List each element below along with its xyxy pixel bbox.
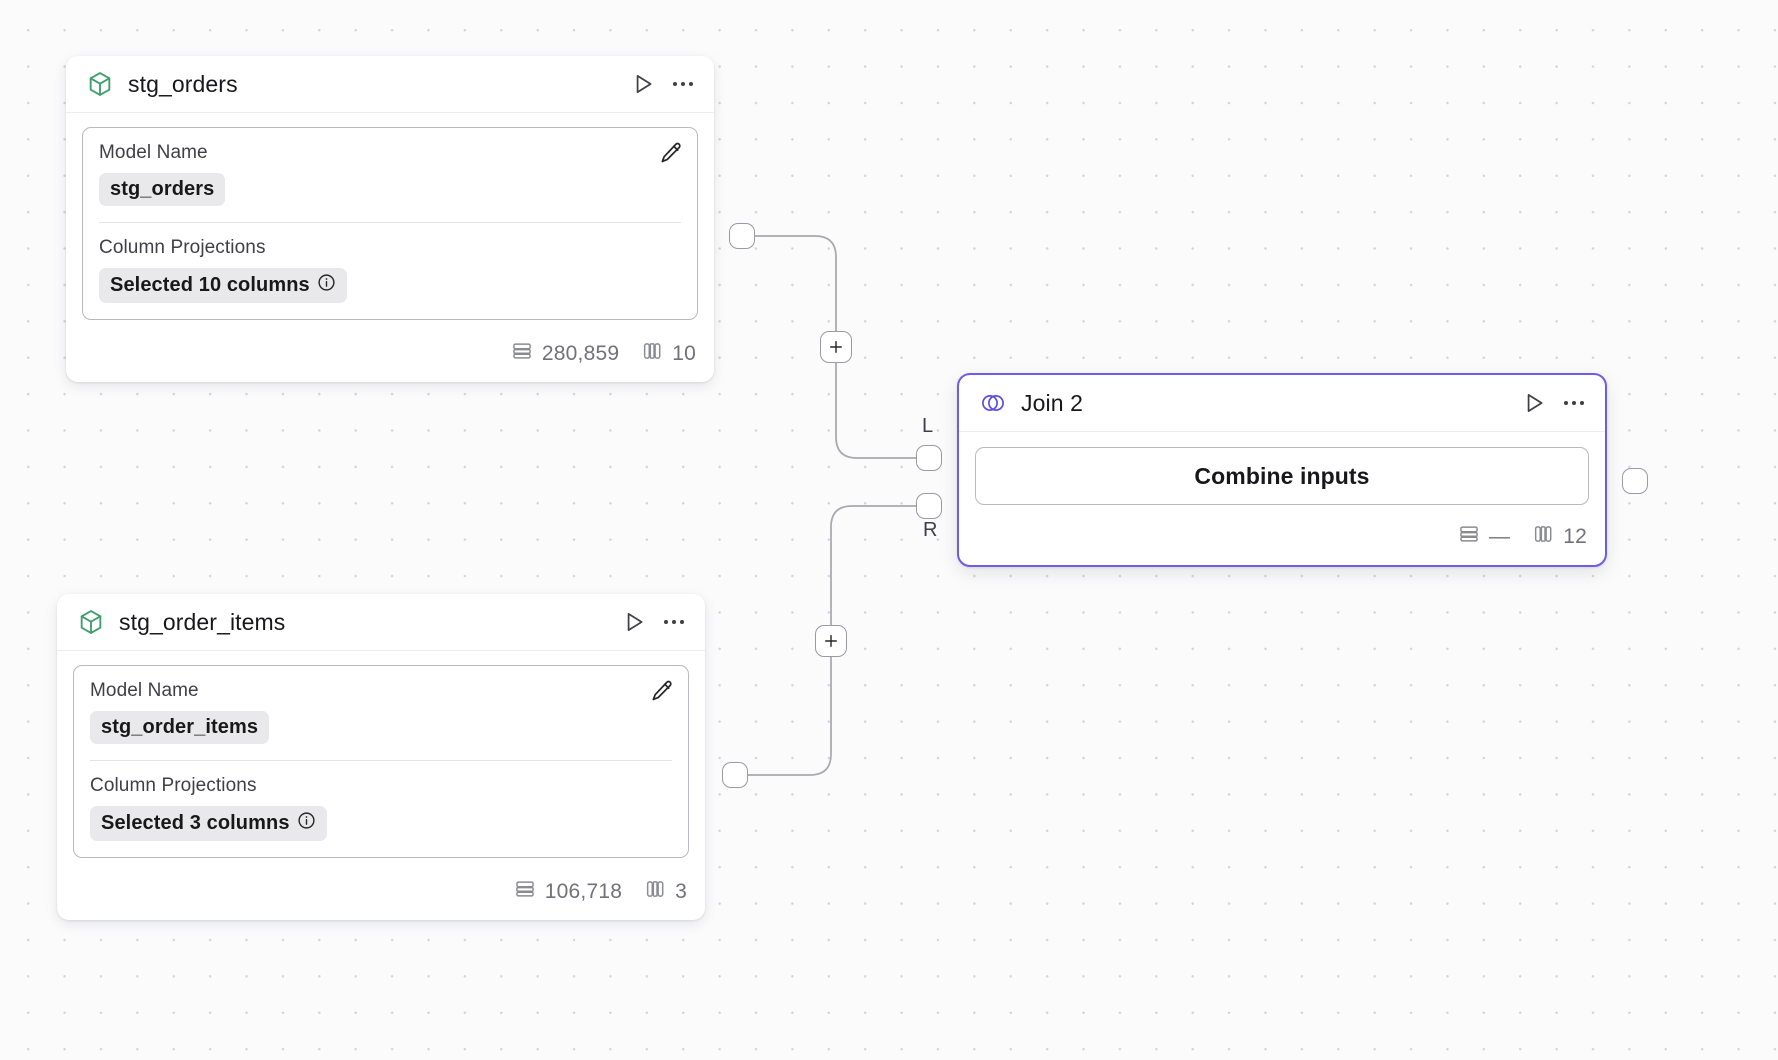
rows-icon [1458,523,1480,551]
columns-icon [1532,523,1554,551]
column-count-value: 3 [675,880,687,903]
model-name-value[interactable]: stg_orders [99,173,226,206]
divider [99,222,681,223]
rows-icon [514,878,536,906]
columns-icon [644,878,666,906]
node-title: Join 2 [1021,389,1083,416]
model-name-label: Model Name [99,142,208,163]
column-count-value: 12 [1563,525,1587,548]
column-projections-label: Column Projections [90,775,257,796]
info-icon[interactable] [297,811,316,836]
plus-icon [830,341,842,353]
column-projections-label: Column Projections [99,237,266,258]
node-header: stg_orders [66,56,714,113]
rows-icon [511,340,533,368]
properties-box: Model Name stg_orders Column Projections… [82,127,698,320]
node-title: stg_order_items [119,608,286,635]
model-name-label: Model Name [90,680,199,701]
input-port-join-right[interactable] [916,493,942,519]
info-icon[interactable] [317,273,336,298]
node-footer: — 12 [959,513,1605,565]
run-button[interactable] [1521,390,1547,416]
row-count-value: 280,859 [541,342,620,365]
plus-icon [825,635,837,647]
row-count-value: 106,718 [544,880,623,903]
more-options-button[interactable] [661,609,687,635]
output-port-join-2[interactable] [1622,468,1648,494]
model-name-value[interactable]: stg_order_items [90,711,270,744]
node-header: Join 2 [959,375,1605,432]
add-node-on-edge-lower[interactable] [815,625,847,657]
input-port-join-left[interactable] [916,445,942,471]
node-stg-order-items[interactable]: stg_order_items Model Name stg_or [57,594,705,920]
column-count-value: 10 [672,342,696,365]
column-projections-value[interactable]: Selected 10 columns [99,268,347,303]
node-body: Combine inputs [959,432,1605,513]
chip-text: Selected 3 columns [101,812,290,834]
column-count-stat: 10 [641,340,696,368]
columns-icon [641,340,663,368]
input-port-label-left: L [922,415,934,437]
row-count-stat: 280,859 [511,340,619,368]
cube-icon [77,608,105,636]
run-button[interactable] [630,71,656,97]
chip-text: Selected 10 columns [110,274,310,296]
row-count-stat: 106,718 [514,878,622,906]
column-count-stat: 3 [644,878,687,906]
node-footer: 280,859 10 [66,330,714,382]
output-port-stg-order-items[interactable] [722,762,748,788]
column-projections-value[interactable]: Selected 3 columns [90,806,327,841]
row-count-value: — [1489,525,1511,548]
output-port-stg-orders[interactable] [729,223,755,249]
node-stg-orders[interactable]: stg_orders Model Name stg_orders [66,56,714,382]
divider [90,760,672,761]
node-join-2[interactable]: Join 2 Combine inputs [957,373,1607,567]
node-body: Model Name stg_order_items Column Projec… [57,651,705,868]
pencil-icon[interactable] [657,139,685,167]
run-button[interactable] [621,609,647,635]
input-port-label-right: R [923,519,938,541]
node-header: stg_order_items [57,594,705,651]
venn-icon [979,389,1007,417]
node-footer: 106,718 3 [57,868,705,920]
more-options-button[interactable] [670,71,696,97]
add-node-on-edge-upper[interactable] [820,331,852,363]
properties-box: Model Name stg_order_items Column Projec… [73,665,689,858]
node-body: Model Name stg_orders Column Projections… [66,113,714,330]
node-title: stg_orders [128,70,238,97]
combine-inputs-button[interactable]: Combine inputs [975,447,1589,505]
more-options-button[interactable] [1561,390,1587,416]
row-count-stat: — [1458,523,1510,551]
column-count-stat: 12 [1532,523,1587,551]
cube-icon [86,70,114,98]
pencil-icon[interactable] [648,677,676,705]
